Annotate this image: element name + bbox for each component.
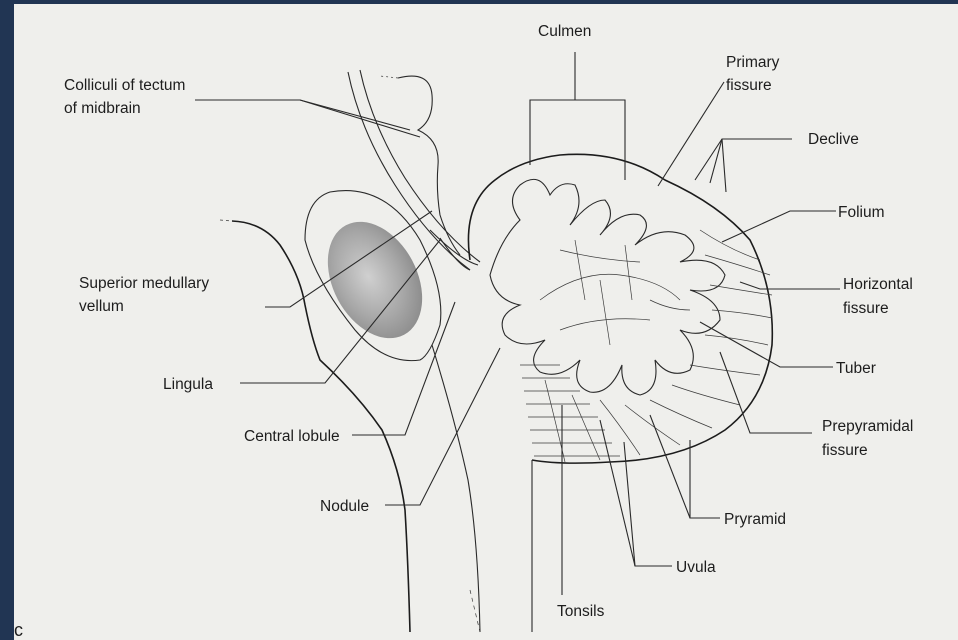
label-declive: Declive [808, 131, 859, 148]
label-nodule: Nodule [320, 498, 369, 515]
label-horizontal-fissure-line2: fissure [843, 300, 889, 317]
label-primary-fissure-line2: fissure [726, 77, 772, 94]
culmen-bracket [530, 52, 625, 180]
label-velum-line1: Superior medullary [79, 275, 209, 292]
label-central-lobule: Central lobule [244, 428, 340, 445]
label-folium: Folium [838, 204, 885, 221]
arbor-vitae [490, 179, 725, 395]
fourth-ventricle [305, 191, 441, 361]
label-prepyramidal-line1: Prepyramidal [822, 418, 913, 435]
labels: Culmen Colliculi of tectum of midbrain P… [14, 23, 913, 640]
label-culmen: Culmen [538, 23, 591, 40]
ventricle-shading [309, 206, 441, 355]
label-tonsils: Tonsils [557, 603, 605, 620]
label-uvula: Uvula [676, 559, 716, 576]
medullary-velum [430, 230, 478, 270]
label-colliculi-line2: of midbrain [64, 100, 141, 117]
label-lingula: Lingula [163, 376, 213, 393]
label-prepyramidal-line2: fissure [822, 442, 868, 459]
label-velum-line2: vellum [79, 298, 124, 315]
label-tuber: Tuber [836, 360, 876, 377]
panel-letter: c [14, 620, 23, 640]
label-primary-fissure-line1: Primary [726, 54, 780, 71]
label-pyramid: Pryramid [724, 511, 786, 528]
label-colliculi-line1: Colliculi of tectum [64, 77, 185, 94]
label-horizontal-fissure-line1: Horizontal [843, 276, 913, 293]
